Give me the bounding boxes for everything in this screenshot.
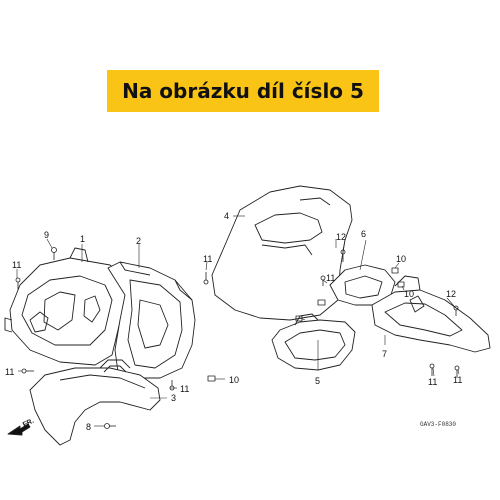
banner-text: Na obrázku díl číslo 5 xyxy=(122,79,364,103)
leader-lines xyxy=(16,215,460,427)
side-cover-part-7[interactable] xyxy=(371,275,491,353)
screw-11-bottom-right[interactable] xyxy=(429,363,435,376)
callout-10-b: 10 xyxy=(396,254,406,264)
callout-11-e: 11 xyxy=(326,273,335,283)
screw-11-far-right[interactable] xyxy=(454,365,460,378)
callout-11-g: 11 xyxy=(453,375,462,385)
callout-9: 9 xyxy=(44,230,49,240)
callout-6: 6 xyxy=(361,229,366,239)
callout-4: 4 xyxy=(224,211,229,221)
inner-cover-part-1[interactable] xyxy=(4,247,129,366)
diagram-code: GAV3-F0830 xyxy=(420,421,456,428)
callout-7: 7 xyxy=(382,349,387,359)
callout-5: 5 xyxy=(315,376,320,386)
front-direction-arrow-icon xyxy=(7,423,31,436)
screw-11-left-top[interactable] xyxy=(15,277,21,290)
callout-2: 2 xyxy=(136,236,141,246)
callout-11-f: 11 xyxy=(428,377,437,387)
callout-11-c: 11 xyxy=(180,384,189,394)
clip-10-left[interactable] xyxy=(207,375,216,382)
screw-9[interactable] xyxy=(51,247,57,261)
callout-1: 1 xyxy=(80,234,85,244)
screw-11-left-bottom[interactable] xyxy=(21,368,34,374)
screw-12-right[interactable] xyxy=(453,305,459,316)
front-cover-part-4[interactable] xyxy=(211,185,353,321)
callout-10-c: 10 xyxy=(404,289,414,299)
screw-11-center[interactable] xyxy=(169,380,175,391)
front-shroud-part-2[interactable] xyxy=(107,261,196,379)
callout-11-a: 11 xyxy=(12,260,21,270)
callout-10-a: 10 xyxy=(229,375,239,385)
callout-12-b: 12 xyxy=(446,289,456,299)
callout-12-a: 12 xyxy=(336,232,346,242)
direction-label: FR. xyxy=(22,418,35,429)
front-lower-cover-part-5[interactable] xyxy=(271,313,356,371)
part-number-banner: Na obrázku díl číslo 5 xyxy=(107,70,379,112)
screw-11-top[interactable] xyxy=(203,272,209,285)
screw-8[interactable] xyxy=(104,423,117,429)
side-bracket-part-6[interactable] xyxy=(329,264,396,306)
callout-labels: 1 2 9 11 11 11 11 3 8 10 4 12 6 11 10 10… xyxy=(5,211,462,432)
callout-3: 3 xyxy=(171,393,176,403)
callout-8: 8 xyxy=(86,422,91,432)
callout-11-d: 11 xyxy=(203,254,212,264)
callout-11-b: 11 xyxy=(5,367,14,377)
front-fender-part-3[interactable] xyxy=(29,359,161,446)
